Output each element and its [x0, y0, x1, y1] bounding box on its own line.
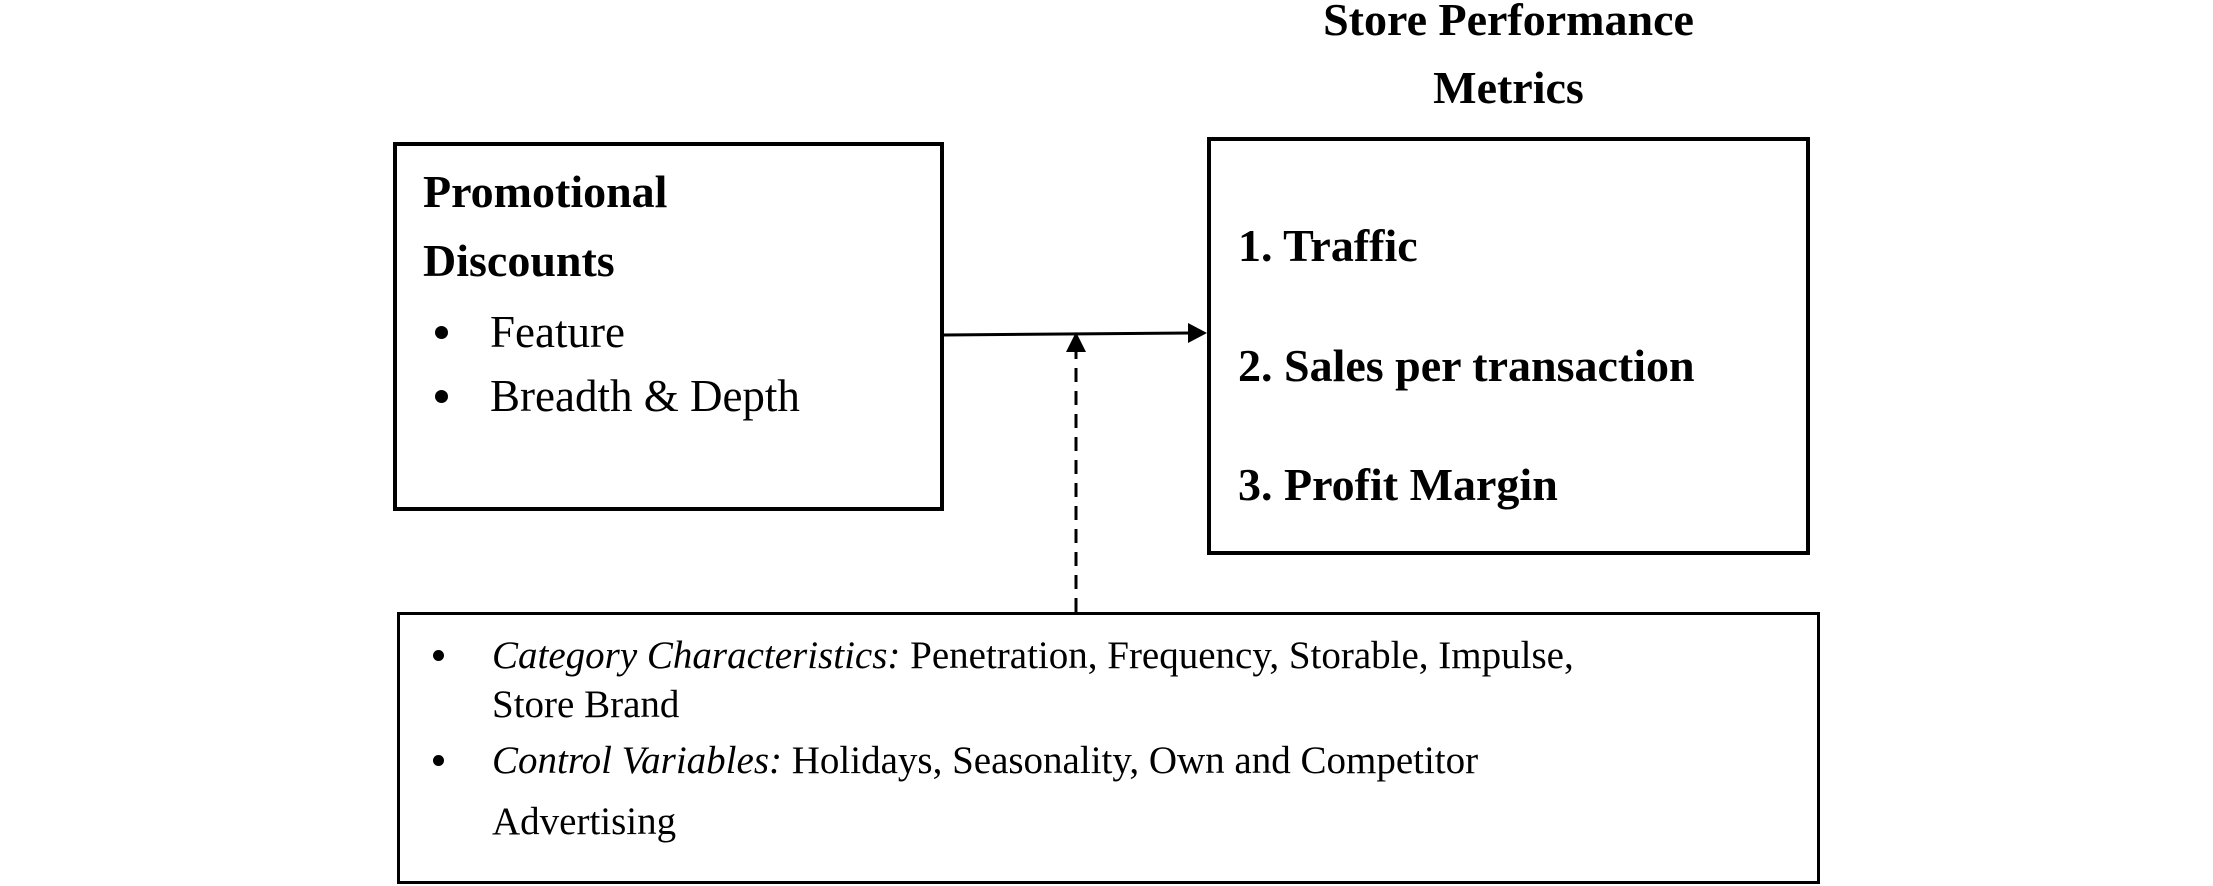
metrics-heading: Store Performance Metrics: [1207, 0, 1810, 122]
promo-bullet-dot-1: [435, 326, 448, 339]
control-variables-label: Control Variables:: [492, 739, 782, 782]
moderator-bullet-dot-2: [433, 755, 444, 766]
metric-traffic: 1. Traffic: [1238, 220, 1418, 271]
promo-title-line2: Discounts: [423, 235, 615, 286]
main-arrow: [943, 331, 1191, 337]
category-characteristics-line1: Category Characteristics: Penetration, F…: [492, 631, 1574, 681]
control-variables-line1: Control Variables: Holidays, Seasonality…: [492, 736, 1478, 786]
promo-bullet-dot-2: [435, 390, 448, 403]
promo-bullet-breadth-depth: Breadth & Depth: [490, 371, 800, 421]
store-performance-metrics-box: [1207, 137, 1810, 555]
moderator-bullet-dot-1: [433, 650, 444, 661]
control-variables-line2: Advertising: [492, 800, 677, 843]
promotional-discounts-box: [393, 142, 944, 511]
metrics-heading-line2: Metrics: [1433, 62, 1584, 113]
control-variables-text: Holidays, Seasonality, Own and Competito…: [782, 739, 1479, 782]
metrics-heading-line1: Store Performance: [1323, 0, 1694, 45]
moderators-box: [397, 612, 1820, 884]
category-characteristics-line2: Store Brand: [492, 683, 680, 726]
promo-title-line1: Promotional: [423, 166, 668, 217]
main-arrowhead: [1188, 323, 1207, 343]
moderator-arrowhead: [1066, 332, 1086, 352]
category-characteristics-text: Penetration, Frequency, Storable, Impuls…: [900, 634, 1574, 677]
metric-sales-per-transaction: 2. Sales per transaction: [1238, 340, 1695, 391]
category-characteristics-label: Category Characteristics:: [492, 634, 901, 677]
promo-bullet-feature: Feature: [490, 307, 625, 357]
metric-profit-margin: 3. Profit Margin: [1238, 459, 1558, 510]
